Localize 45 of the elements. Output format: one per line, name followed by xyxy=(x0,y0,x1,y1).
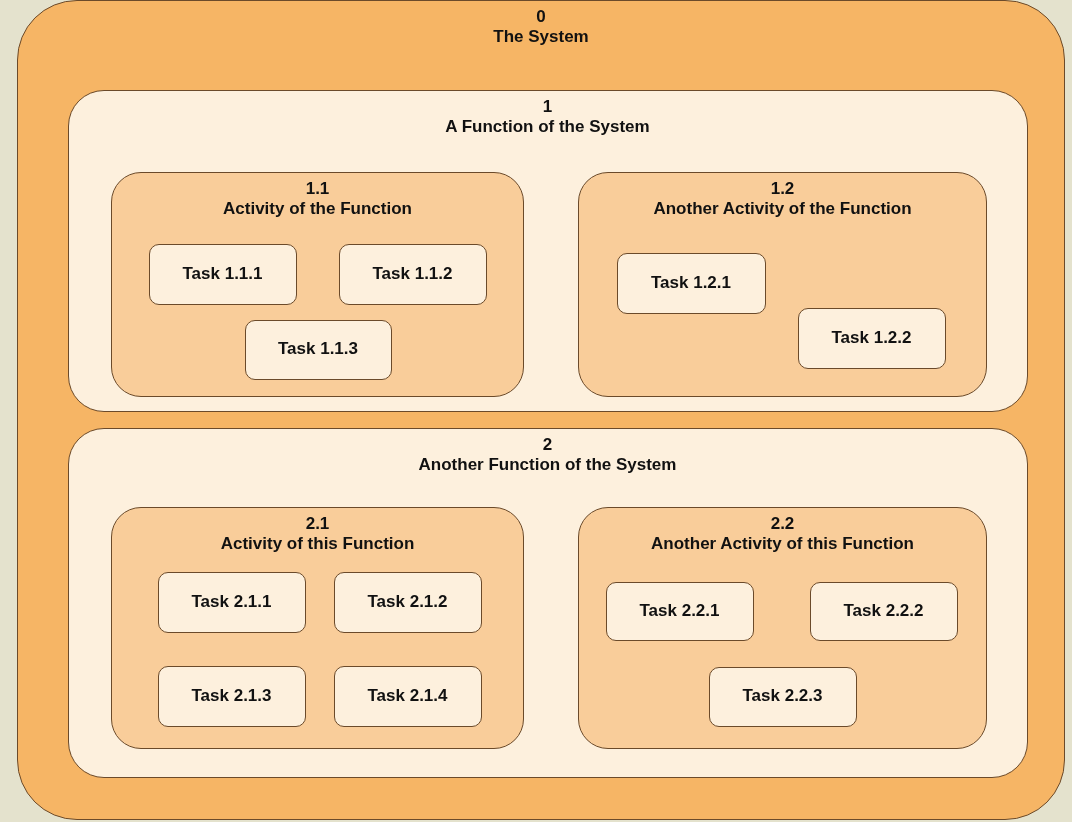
activity-panel xyxy=(111,507,524,749)
task-box xyxy=(708,666,857,727)
system-container xyxy=(17,0,1065,820)
task-box xyxy=(333,665,482,727)
task-label: Task 1.1.2 xyxy=(372,263,453,285)
function-panel xyxy=(67,89,1028,412)
heading: Another Function of the System xyxy=(417,454,678,476)
task-label: Task 2.2.3 xyxy=(742,686,823,707)
heading: Another Activity of this Function xyxy=(650,534,915,555)
heading: Another Activity of the Function xyxy=(652,199,913,220)
outline-number: 2.1 xyxy=(304,514,331,535)
activity-panel xyxy=(578,172,987,397)
task-box xyxy=(157,571,306,633)
task-box xyxy=(157,665,306,727)
task-label: Task 2.1.4 xyxy=(367,685,448,707)
activity-panel xyxy=(578,507,987,749)
task-label: Task 1.1.3 xyxy=(278,339,358,360)
task-box xyxy=(616,252,766,314)
task-box xyxy=(244,319,392,380)
task-label: Task 1.2.1 xyxy=(651,272,731,294)
task-label: Task 2.2.2 xyxy=(843,600,924,622)
heading: Activity of this Function xyxy=(219,534,416,555)
heading: Activity of the Function xyxy=(222,199,413,220)
task-box xyxy=(797,307,946,369)
heading: The System xyxy=(492,27,590,48)
task-box xyxy=(809,581,958,641)
task-label: Task 2.1.3 xyxy=(191,685,272,707)
task-label: Task 1.2.2 xyxy=(831,327,912,349)
task-label: Task 2.1.2 xyxy=(367,591,448,613)
outline-number: 1 xyxy=(541,96,554,117)
task-label: Task 2.1.1 xyxy=(191,591,272,613)
outline-number: 2 xyxy=(541,434,554,455)
heading: A Function of the System xyxy=(444,116,651,138)
task-box xyxy=(333,571,482,633)
function-panel xyxy=(67,427,1028,778)
outline-number: 0 xyxy=(535,7,547,28)
task-box xyxy=(338,243,487,305)
activity-panel xyxy=(111,172,524,397)
task-label: Task 1.1.1 xyxy=(182,263,263,285)
task-box xyxy=(148,243,297,305)
outline-number: 2.2 xyxy=(769,514,796,535)
outline-number: 1.2 xyxy=(769,179,796,200)
outline-number: 1.1 xyxy=(304,179,331,200)
task-box xyxy=(605,581,754,641)
task-label: Task 2.2.1 xyxy=(639,600,720,622)
